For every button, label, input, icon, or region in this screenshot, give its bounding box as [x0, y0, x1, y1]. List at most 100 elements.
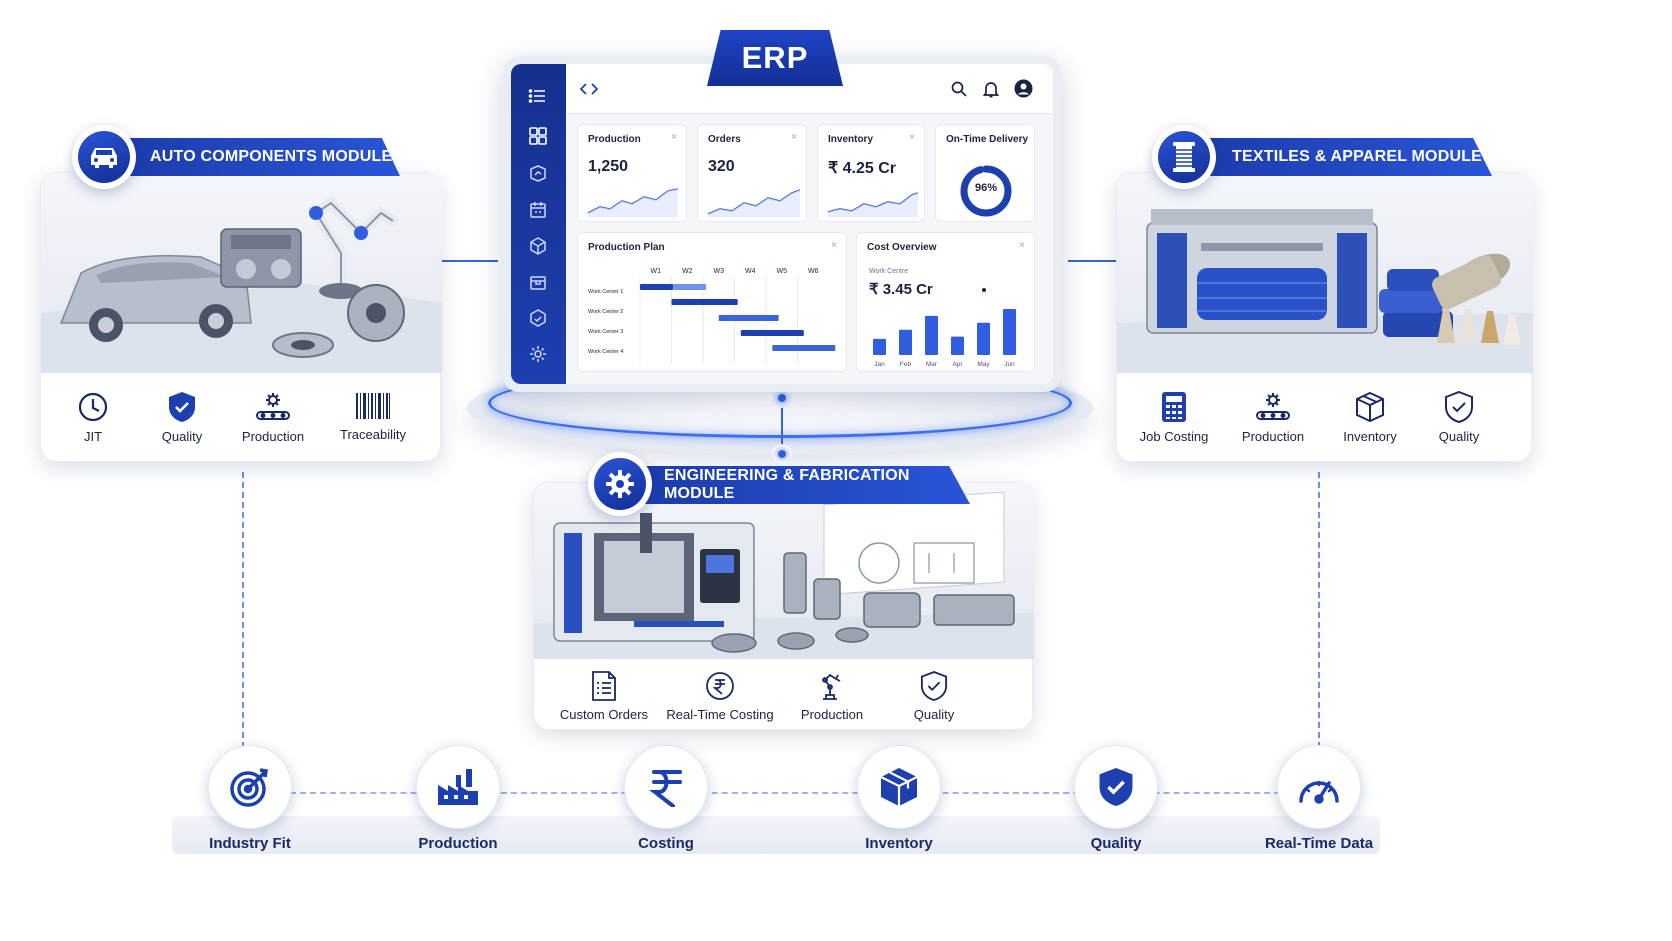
engineering-module-badge: [588, 452, 652, 516]
auto-feature-list: JIT Quality Production Traceability: [45, 391, 438, 444]
textiles-feature-list: Job Costing Production Inventory Quality: [1125, 391, 1525, 444]
cost-overview-card[interactable]: Cost Overview × Work Centre ₹ 3.45 Cr Ja…: [856, 232, 1035, 372]
menu-icon[interactable]: [528, 86, 548, 106]
feature-job-costing[interactable]: Job Costing: [1125, 391, 1223, 444]
user-icon[interactable]: [1014, 79, 1033, 98]
feature-production[interactable]: Production: [1223, 391, 1323, 444]
box-icon: [880, 768, 918, 806]
kpi-card-inventory[interactable]: Inventory × ₹ 4.25 Cr: [817, 124, 925, 222]
cost-bar: [873, 338, 886, 355]
auto-components-illustration: [41, 173, 442, 373]
benefit-inventory[interactable]: [857, 745, 941, 829]
cost-value: ₹ 3.45 Cr: [869, 281, 933, 298]
auto-scene: [41, 195, 442, 373]
sparkline: [827, 192, 919, 217]
reports-icon[interactable]: [528, 308, 548, 328]
cost-month-label: Jan: [874, 361, 885, 368]
close-icon[interactable]: ×: [909, 132, 915, 143]
erp-dashboard: Production × 1,250 Orders × 320 Inventor…: [511, 64, 1053, 384]
gear-icon: [606, 470, 634, 498]
feature-inventory[interactable]: Inventory: [1323, 391, 1417, 444]
gantt-bar: [740, 330, 804, 336]
badge-circle: [1158, 131, 1210, 183]
search-icon[interactable]: [951, 81, 967, 97]
inventory-icon[interactable]: [528, 236, 548, 256]
cost-month-label: Apr: [952, 361, 963, 368]
connector-erp-textiles: [1068, 260, 1132, 262]
benefit-realtime-data[interactable]: [1277, 745, 1361, 829]
feature-label: JIT: [83, 429, 103, 444]
benefit-industry-fit[interactable]: [208, 745, 292, 829]
feature-label: Quality: [1438, 429, 1480, 444]
production-icon[interactable]: [528, 163, 548, 183]
textiles-illustration: [1117, 173, 1533, 373]
close-icon[interactable]: ×: [1019, 240, 1025, 251]
gantt-bar: [673, 284, 707, 290]
cost-bar: [925, 315, 938, 355]
close-icon[interactable]: ×: [831, 240, 837, 251]
sparkline: [587, 188, 679, 217]
box-icon[interactable]: [528, 272, 548, 292]
box-icon: [1356, 391, 1384, 423]
card-title: Production Plan: [588, 242, 665, 253]
feature-quality[interactable]: Quality: [1417, 391, 1501, 444]
cost-bar: [977, 322, 990, 355]
feature-production[interactable]: Production: [776, 671, 888, 722]
feature-quality[interactable]: Quality: [141, 391, 223, 444]
benefit-production[interactable]: [416, 745, 500, 829]
gantt-row-label: Work Center 1: [588, 289, 623, 295]
benefit-costing[interactable]: [624, 745, 708, 829]
kpi-title: Production: [588, 134, 641, 145]
feature-jit[interactable]: JIT: [45, 391, 141, 444]
feature-traceability[interactable]: Traceability: [323, 391, 423, 444]
feature-label: Production: [1241, 429, 1305, 444]
badge-circle: [78, 131, 130, 183]
connector-erp-engineering: [781, 398, 783, 454]
engineering-illustration: [534, 483, 1034, 659]
conveyor-gear-icon: [256, 393, 290, 420]
feature-realtime-costing[interactable]: Real-Time Costing: [664, 671, 776, 722]
feature-production[interactable]: Production: [223, 391, 323, 444]
kpi-card-production[interactable]: Production × 1,250: [577, 124, 687, 222]
benefit-connector-line: [290, 792, 1280, 794]
kpi-card-orders[interactable]: Orders × 320: [697, 124, 807, 222]
barcode-icon: [356, 393, 390, 419]
code-icon[interactable]: [580, 81, 598, 97]
dashboard-icon[interactable]: [528, 126, 548, 146]
gantt-bar: [718, 315, 779, 321]
feature-label: Production: [241, 429, 305, 444]
close-icon[interactable]: ×: [671, 132, 677, 143]
clock-icon: [78, 392, 108, 422]
connector-node: [775, 447, 789, 461]
auto-module-badge: [72, 125, 136, 189]
planning-icon[interactable]: [528, 200, 548, 220]
gantt-week-label: W3: [714, 268, 725, 275]
benefit-quality[interactable]: [1074, 745, 1158, 829]
connector-auto-bottom: [242, 472, 244, 748]
sparkline: [707, 189, 801, 217]
feature-label: Inventory: [1343, 429, 1397, 444]
auto-components-card: JIT Quality Production Traceability: [40, 172, 442, 462]
settings-icon[interactable]: [528, 344, 548, 364]
feature-label: Custom Orders: [559, 707, 649, 722]
kpi-card-ontime-delivery[interactable]: On-Time Delivery 96%: [935, 124, 1035, 222]
calculator-icon: [1162, 392, 1186, 422]
textiles-scene: [1117, 209, 1533, 373]
card-title: Cost Overview: [867, 242, 937, 253]
close-icon[interactable]: ×: [791, 132, 797, 143]
status-dot: [982, 288, 986, 292]
cost-bar: [899, 329, 912, 355]
feature-quality[interactable]: Quality: [888, 671, 980, 722]
rupee-circle-icon: [706, 672, 734, 700]
shield-check-icon: [169, 392, 195, 422]
feature-label: Production: [800, 707, 864, 722]
benefit-label: Costing: [638, 835, 694, 852]
gantt-row-label: Work Center 4: [588, 349, 623, 355]
benefit-label: Production: [418, 835, 498, 852]
feature-custom-orders[interactable]: Custom Orders: [544, 671, 664, 722]
badge-circle: [594, 458, 646, 510]
engineering-scene: [534, 491, 1034, 659]
bell-icon[interactable]: [983, 80, 999, 98]
